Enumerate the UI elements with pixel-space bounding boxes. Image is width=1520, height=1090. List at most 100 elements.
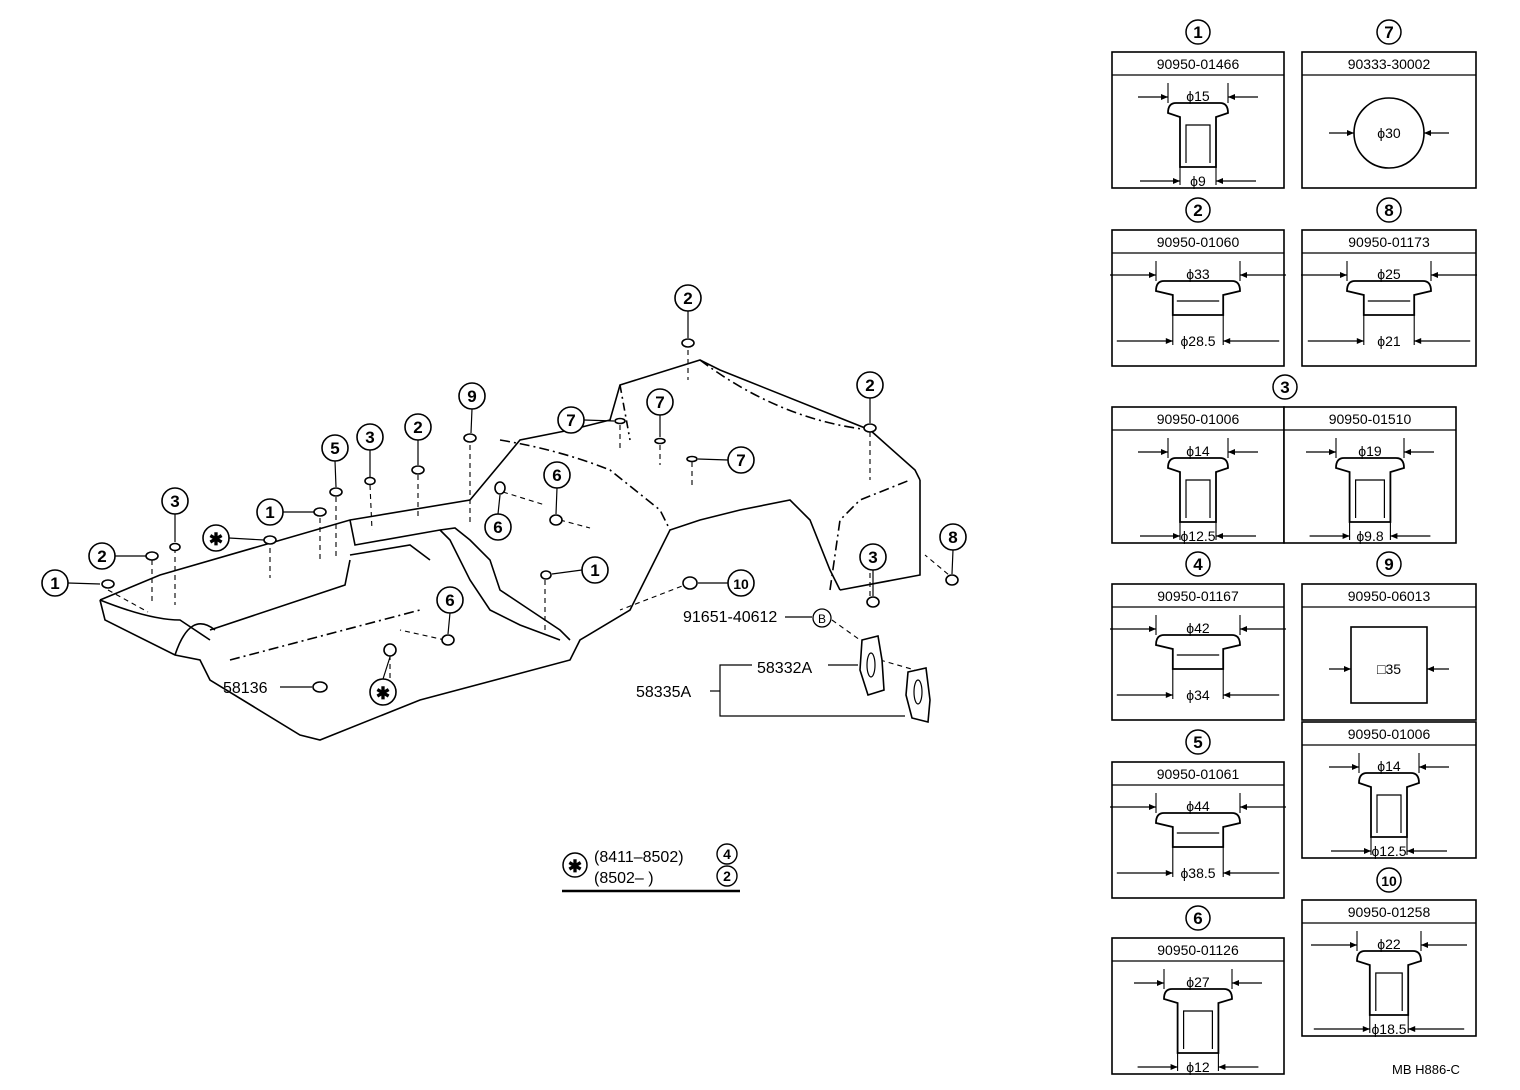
callout-9: 9: [458, 382, 486, 410]
svg-text:1: 1: [590, 561, 599, 580]
dim-top: ϕ14: [1186, 443, 1210, 459]
callout-asterisk: ✱: [369, 678, 397, 706]
svg-text:2: 2: [683, 289, 692, 308]
leader-lines: [107, 350, 956, 680]
svg-text:1: 1: [265, 503, 274, 522]
detail-part-number: 90950-01173: [1348, 234, 1430, 250]
dim-top: ϕ27: [1186, 974, 1210, 990]
detail-ref-number: 7: [1384, 23, 1393, 42]
plug-part: [686, 455, 698, 463]
detail-ref-number: 8: [1384, 201, 1393, 220]
detail-part-number: 90333-30002: [1348, 56, 1431, 72]
svg-text:9: 9: [467, 387, 476, 406]
callout-3: 3: [859, 543, 887, 571]
detail-ref-number: 3: [1280, 378, 1289, 397]
detail-part-number: 90950-06013: [1348, 588, 1431, 604]
detail-part-number: 90950-01006: [1348, 726, 1431, 742]
dim-top: ϕ30: [1377, 125, 1401, 141]
detail-ref-circle: 4: [1185, 551, 1211, 577]
plug-part: [540, 570, 552, 580]
dim-bottom: ϕ9: [1190, 173, 1206, 189]
detail-part-number: 90950-01126: [1157, 942, 1239, 958]
plug-part: [863, 423, 877, 433]
label-58332a: 58332A: [757, 660, 812, 677]
dim-top: ϕ42: [1186, 620, 1210, 636]
detail-panel-90333-30002: 90333-30002 7 ϕ30: [1301, 19, 1477, 189]
detail-part-number: 90950-01006: [1157, 411, 1240, 427]
dim-bottom: ϕ28.5: [1180, 333, 1215, 349]
detail-part-number: 90950-01060: [1157, 234, 1240, 250]
plug-part: [411, 465, 425, 475]
callout-1: 1: [41, 569, 69, 597]
detail-ref-circle: 7: [1376, 19, 1402, 45]
svg-text:6: 6: [552, 466, 561, 485]
detail-ref-circle: 3: [1272, 374, 1298, 400]
plug-part: [101, 579, 115, 589]
svg-text:2: 2: [865, 376, 874, 395]
svg-text:✱: ✱: [376, 684, 390, 703]
detail-ref-circle: 1: [1185, 19, 1211, 45]
dim-top: ϕ33: [1186, 266, 1210, 282]
plug-part: [463, 433, 477, 443]
callout-6: 6: [484, 513, 512, 541]
dim-top: ϕ25: [1377, 266, 1401, 282]
plug-part: [145, 551, 159, 561]
plug-part: [312, 681, 328, 693]
callout-7: 7: [646, 388, 674, 416]
svg-text:7: 7: [655, 393, 664, 412]
plug-part: [441, 634, 455, 646]
svg-text:3: 3: [365, 428, 374, 447]
dim-bottom: ϕ18.5: [1371, 1021, 1406, 1037]
plug-part: [364, 476, 376, 486]
callout-2: 2: [404, 413, 432, 441]
plug-part: [549, 514, 563, 526]
dim-top: ϕ19: [1358, 443, 1382, 459]
callouts: 1 1 1 2 2 2 2 3 3 3 5 6 6 6 7 7 7 8 9 10…: [41, 284, 967, 706]
detail-ref-number: 5: [1193, 733, 1202, 752]
drawing-labels: 91651-40612 B 58332A 58335A 58136: [223, 608, 931, 724]
detail-ref-number: 10: [1381, 873, 1397, 889]
dim-bottom: ϕ34: [1186, 687, 1210, 703]
svg-text:8: 8: [948, 528, 957, 547]
dim-top: □35: [1377, 661, 1401, 677]
detail-panel-90950-01006: 90950-01006 ϕ14 ϕ12.5: [1301, 721, 1477, 859]
detail-panel-90950-01173: 90950-01173 8 ϕ25 ϕ21: [1301, 197, 1477, 367]
detail-ref-circle: 5: [1185, 729, 1211, 755]
callout-6: 6: [436, 586, 464, 614]
plug-part: [329, 487, 343, 497]
dim-bottom: ϕ12.5: [1371, 843, 1406, 859]
callout-7: 7: [727, 446, 755, 474]
plug-parts: [101, 338, 959, 693]
svg-text:✱: ✱: [209, 530, 223, 549]
detail-part-number: 90950-01466: [1157, 56, 1240, 72]
detail-ref-number: 6: [1193, 909, 1202, 928]
dim-top: ϕ14: [1377, 758, 1401, 774]
callout-2: 2: [674, 284, 702, 312]
label-58136: 58136: [223, 680, 268, 697]
callout-3: 3: [161, 487, 189, 515]
svg-text:7: 7: [736, 451, 745, 470]
callout-7: 7: [557, 406, 585, 434]
svg-text:6: 6: [445, 591, 454, 610]
callout-2: 2: [856, 371, 884, 399]
svg-text:4: 4: [723, 846, 731, 862]
detail-ref-circle: 6: [1185, 905, 1211, 931]
pad-58332a: [859, 635, 885, 697]
plug-part: [383, 643, 397, 657]
detail-part-number: 90950-01258: [1348, 904, 1431, 920]
svg-text:7: 7: [566, 411, 575, 430]
detail-ref-number: 4: [1193, 555, 1203, 574]
plug-part: [313, 507, 327, 517]
detail-ref-circle: 2: [1185, 197, 1211, 223]
callout-asterisk: ✱: [202, 524, 230, 552]
dim-bottom: ϕ21: [1377, 333, 1401, 349]
detail-part-number: 90950-01061: [1157, 766, 1240, 782]
b-marker: B: [818, 612, 826, 626]
detail-ref-circle: 9: [1376, 551, 1402, 577]
footnote: ✱ (8411–8502) 4 (8502– ) 2: [562, 843, 740, 893]
svg-text:3: 3: [170, 492, 179, 511]
